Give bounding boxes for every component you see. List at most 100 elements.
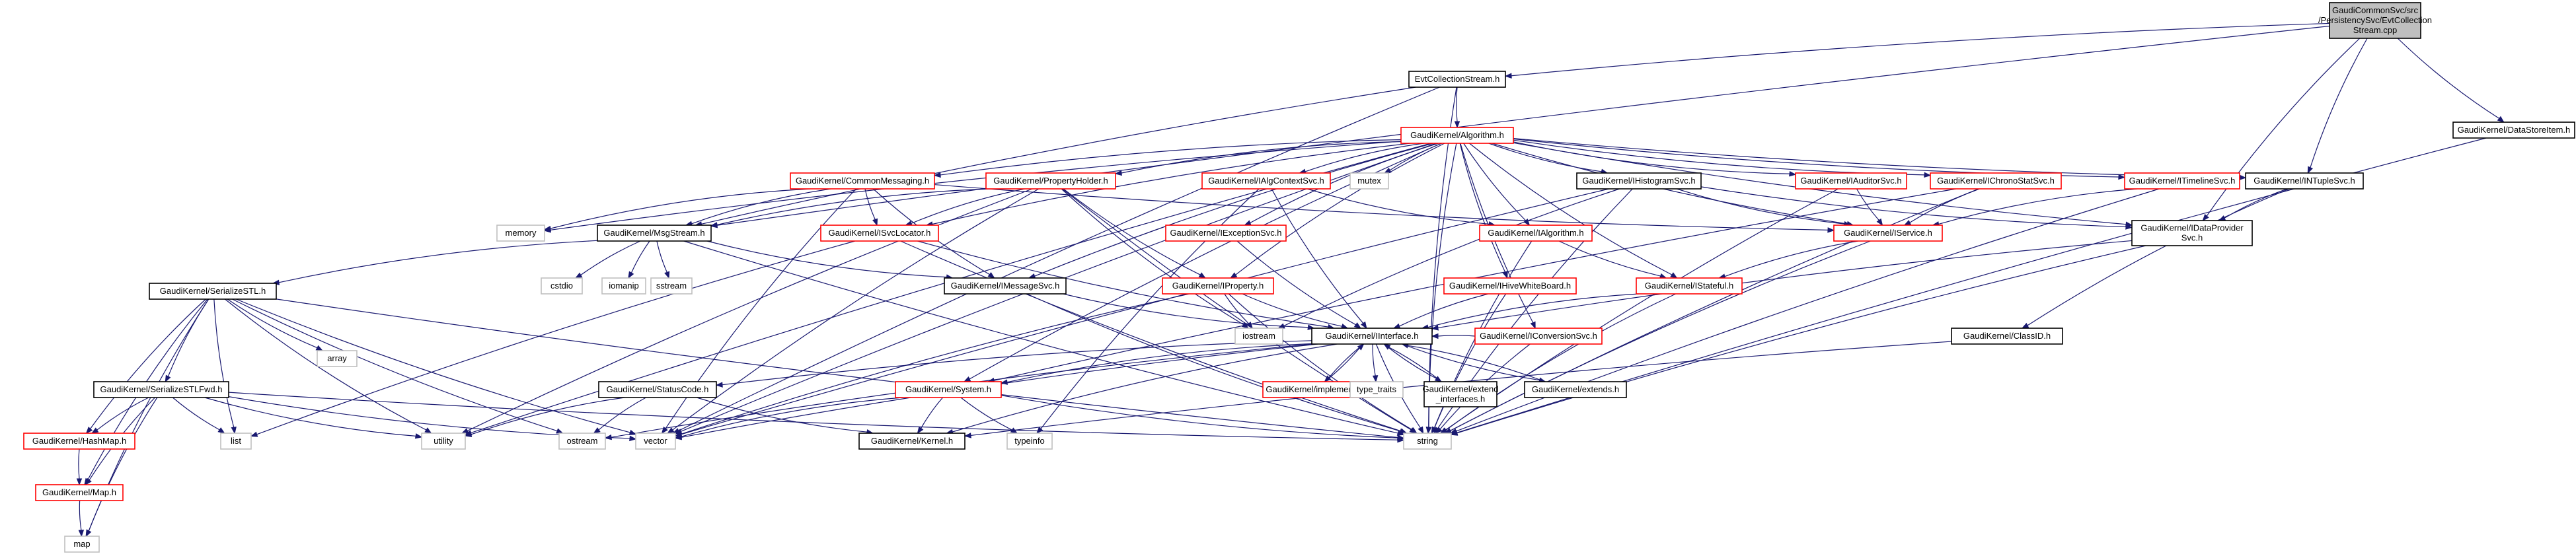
- node-box: [790, 172, 935, 190]
- node-statuscode[interactable]: GaudiKernel/StatusCode.h: [598, 381, 717, 398]
- edge-iproperty-to-iinterface: [1242, 293, 1349, 330]
- node-intuple[interactable]: GaudiKernel/INTupleSvc.h: [2245, 172, 2364, 190]
- node-box: [93, 381, 229, 398]
- node-ialgorithm[interactable]: GaudiKernel/IAlgorithm.h: [1479, 225, 1593, 242]
- node-box: [635, 433, 676, 450]
- node-utility: utility: [421, 433, 466, 450]
- edges-layer: [76, 22, 2505, 538]
- node-label: cstdio: [550, 281, 573, 291]
- node-box: [64, 536, 100, 553]
- node-propholder[interactable]: GaudiKernel/PropertyHolder.h: [985, 172, 1116, 190]
- edge-evtcol-to-algorithm: [1454, 87, 1460, 129]
- node-label: GaudiKernel/IHiveWhiteBoard.h: [1449, 281, 1571, 291]
- node-box: [1833, 225, 1943, 242]
- edge-ihisto-to-idataprov: [1700, 186, 2133, 230]
- arrowhead-icon: [2202, 214, 2209, 222]
- node-classid[interactable]: GaudiKernel/ClassID.h: [1951, 328, 2063, 345]
- node-iexception[interactable]: GaudiKernel/IExceptionSvc.h: [1165, 225, 1287, 242]
- node-label: iomanip: [609, 281, 639, 291]
- node-box: [35, 484, 124, 501]
- node-msgstream[interactable]: GaudiKernel/MsgStream.h: [597, 225, 712, 242]
- node-label: typeinfo: [1014, 436, 1045, 446]
- arrowhead-icon: [1418, 426, 1424, 435]
- node-extendif[interactable]: GaudiKernel/extend_interfaces.h: [1423, 381, 1499, 407]
- node-box: [496, 225, 545, 242]
- node-label: utility: [434, 436, 453, 446]
- arrowhead-icon: [91, 427, 99, 434]
- arrowhead-icon: [674, 433, 683, 440]
- node-datastore[interactable]: GaudiKernel/DataStoreItem.h: [2452, 122, 2575, 139]
- arrowhead-icon: [1431, 333, 1439, 339]
- node-iservice[interactable]: GaudiKernel/IService.h: [1833, 225, 1943, 242]
- arrowhead-icon: [1244, 220, 1252, 226]
- node-commonmsg[interactable]: GaudiKernel/CommonMessaging.h: [790, 172, 935, 190]
- arrowhead-icon: [2118, 174, 2126, 180]
- arrowhead-icon: [661, 426, 668, 435]
- edge-intuple-to-classid: [2021, 188, 2290, 329]
- arrowhead-icon: [464, 431, 473, 437]
- arrowhead-icon: [987, 271, 995, 279]
- edge-commonmsg-to-memory: [543, 188, 811, 232]
- node-serializestl[interactable]: GaudiKernel/SerializeSTL.h: [149, 283, 277, 300]
- node-box: [1201, 172, 1331, 190]
- edge-istateful-to-iinterface: [1421, 293, 1640, 330]
- node-iinterface[interactable]: GaudiKernel/IInterface.h: [1311, 328, 1433, 345]
- node-ihisto[interactable]: GaudiKernel/IHistogramSvc.h: [1576, 172, 1702, 190]
- node-itimeline[interactable]: GaudiKernel/ITimelineSvc.h: [2124, 172, 2240, 190]
- node-extends[interactable]: GaudiKernel/extends.h: [1524, 381, 1627, 398]
- node-label: GaudiKernel/Kernel.h: [871, 436, 953, 446]
- node-mapH[interactable]: GaudiKernel/Map.h: [35, 484, 124, 501]
- node-ihive[interactable]: GaudiKernel/IHiveWhiteBoard.h: [1443, 277, 1577, 295]
- arrowhead-icon: [1924, 172, 1932, 178]
- arrowhead-icon: [85, 477, 92, 486]
- edge-propholder-to-msgstream: [710, 188, 991, 228]
- node-iconversion[interactable]: GaudiKernel/IConversionSvc.h: [1474, 328, 1603, 345]
- node-root[interactable]: GaudiCommonSvc/src/PersistencySvc/EvtCol…: [2318, 2, 2432, 39]
- node-system[interactable]: GaudiKernel/System.h: [895, 381, 1002, 398]
- node-box: [1234, 328, 1283, 345]
- node-iproperty[interactable]: GaudiKernel/IProperty.h: [1162, 277, 1274, 295]
- arrowhead-icon: [1410, 427, 1418, 434]
- arrowhead-icon: [1435, 427, 1443, 434]
- node-ostream: ostream: [558, 433, 606, 450]
- node-serializestlfwd[interactable]: GaudiKernel/SerializeSTLFwd.h: [93, 381, 229, 398]
- edge-msgstream-to-sstream: [656, 240, 670, 279]
- node-box: [1162, 277, 1274, 295]
- node-box: [1951, 328, 2063, 345]
- node-algorithm[interactable]: GaudiKernel/Algorithm.h: [1400, 127, 1514, 144]
- node-ialgctx[interactable]: GaudiKernel/IAlgContextSvc.h: [1201, 172, 1331, 190]
- node-hashmap[interactable]: GaudiKernel/HashMap.h: [23, 433, 135, 450]
- node-iauditor[interactable]: GaudiKernel/IAuditorSvc.h: [1795, 172, 1907, 190]
- node-label: Stream.cpp: [2353, 25, 2397, 35]
- node-label: GaudiKernel/IDataProvider: [2140, 223, 2244, 233]
- arrowhead-icon: [710, 222, 718, 228]
- node-label: GaudiKernel/IAlgorithm.h: [1488, 228, 1583, 238]
- edge-iinterface-to-statuscode: [715, 340, 1312, 388]
- arrowhead-icon: [1372, 375, 1379, 383]
- node-istateful[interactable]: GaudiKernel/IStateful.h: [1636, 277, 1743, 295]
- node-label: list: [231, 436, 241, 446]
- edge-ialgorithm-to-istateful: [1558, 240, 1667, 279]
- edge-algorithm-to-propholder: [1114, 141, 1402, 176]
- node-box: [1930, 172, 2062, 190]
- arrowhead-icon: [1010, 427, 1018, 434]
- node-isvcloc[interactable]: GaudiKernel/ISvcLocator.h: [820, 225, 939, 242]
- node-box: [985, 172, 1116, 190]
- node-label: GaudiKernel/INTupleSvc.h: [2254, 176, 2355, 186]
- edge-ihive-to-iinterface: [1392, 293, 1489, 329]
- node-evtcol[interactable]: EvtCollectionStream.h: [1408, 71, 1506, 88]
- node-label: GaudiKernel/IExceptionSvc.h: [1170, 228, 1281, 238]
- node-box: [1636, 277, 1743, 295]
- edge-imessage-to-string: [1026, 293, 1407, 434]
- node-imessage[interactable]: GaudiKernel/IMessageSvc.h: [944, 277, 1067, 295]
- node-label: array: [327, 353, 347, 363]
- node-mutex: mutex: [1349, 172, 1389, 190]
- node-ichrono[interactable]: GaudiKernel/IChronoStatSvc.h: [1930, 172, 2062, 190]
- node-kernel[interactable]: GaudiKernel/Kernel.h: [858, 433, 966, 450]
- arrowhead-icon: [1198, 272, 1207, 279]
- edge-root-to-msgstream: [710, 25, 2330, 228]
- node-label: iostream: [1242, 331, 1275, 341]
- node-box: [1423, 381, 1497, 407]
